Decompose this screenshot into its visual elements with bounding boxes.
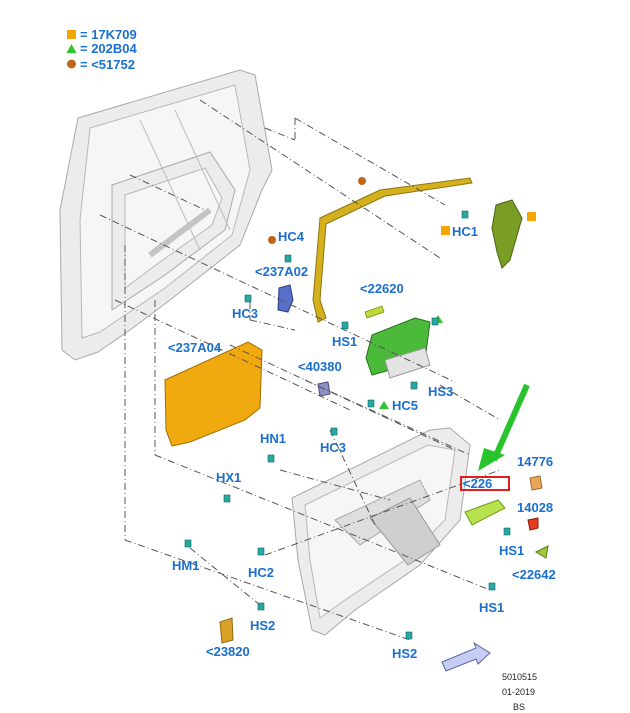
highlight-box (460, 476, 510, 491)
label-hs1-mid: HS1 (499, 543, 524, 558)
part-23820 (219, 617, 234, 644)
watershield-237a04 (164, 341, 263, 447)
triangle-marker-icon (379, 401, 389, 409)
label-hc1: HC1 (452, 224, 478, 239)
direction-arrow-icon (441, 641, 491, 672)
part-22642 (534, 545, 549, 559)
label-22642: <22642 (512, 567, 556, 582)
label-hs3: HS3 (428, 384, 453, 399)
label-hc4: HC4 (278, 229, 305, 244)
label-14028: 14028 (517, 500, 553, 515)
door-trim-panel (291, 427, 471, 636)
label-hc3-mid: HC3 (320, 440, 346, 455)
label-22620: <22620 (360, 281, 404, 296)
label-hc2: HC2 (248, 565, 274, 580)
legend-circle-icon (67, 59, 76, 69)
part-14776 (529, 475, 543, 491)
square-marker-icon (441, 226, 450, 235)
door-shell (59, 69, 273, 361)
reference-block: 5010515 01-2019 BS (502, 672, 537, 712)
label-40380: <40380 (298, 359, 342, 374)
label-226xx: <226 (463, 476, 492, 491)
label-hn1: HN1 (260, 431, 286, 446)
legend-entry-circle: = <51752 (80, 57, 135, 72)
legend-entry-triangle: = 202B04 (80, 41, 138, 56)
switch-bezel-22620 (364, 305, 443, 379)
fastener-clips (184, 210, 511, 640)
label-hs2-right: HS2 (392, 646, 417, 661)
ref-initials: BS (513, 702, 525, 712)
label-hs2-left: HS2 (250, 618, 275, 633)
circle-marker-icon (358, 177, 366, 185)
pull-handle-22600 (464, 499, 506, 526)
rear-channel-part (441, 199, 536, 269)
part-14028 (527, 517, 539, 531)
glass-run-channel (312, 177, 473, 323)
window-switch-module (384, 347, 431, 379)
label-hc3-top: HC3 (232, 306, 258, 321)
label-hs1-top: HS1 (332, 334, 357, 349)
label-hx1: HX1 (216, 470, 241, 485)
label-hc5: HC5 (392, 398, 418, 413)
legend: = 17K709 = 202B04 = <51752 (66, 27, 138, 72)
legend-square-icon (67, 30, 76, 39)
ref-date: 01-2019 (502, 687, 535, 697)
label-14776: 14776 (517, 454, 553, 469)
label-hm1: HM1 (172, 558, 199, 573)
legend-entry-square: = 17K709 (80, 27, 137, 42)
leader-lines (99, 99, 501, 641)
label-237a04: <237A04 (168, 340, 222, 355)
legend-triangle-icon (66, 44, 77, 53)
label-hs1-bottom: HS1 (479, 600, 504, 615)
label-23820: <23820 (206, 644, 250, 659)
circle-marker-icon (268, 236, 276, 244)
label-237a02: <237A02 (255, 264, 308, 279)
highlight-arrow (478, 383, 530, 471)
part-labels: HC4 <237A02 HC3 HC1 <22620 HS1 <237A04 <… (168, 224, 556, 661)
ref-code: 5010515 (502, 672, 537, 682)
bracket-237a02 (277, 284, 294, 313)
square-marker-icon (527, 212, 536, 221)
